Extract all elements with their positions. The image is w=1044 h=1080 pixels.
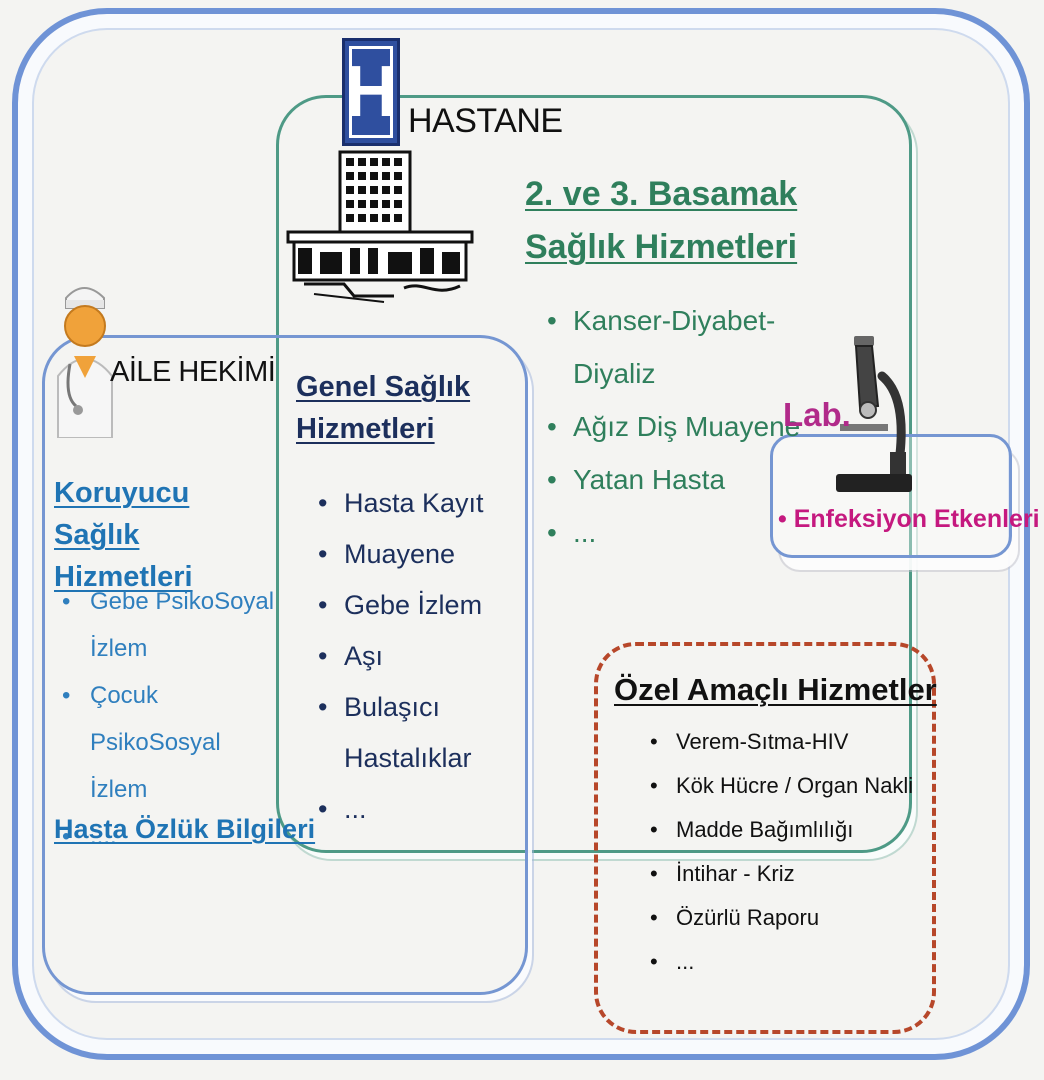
list-item: Muayene: [316, 529, 516, 580]
hospital-building-icon: [286, 150, 474, 303]
hospital-sign-letter: H: [345, 46, 397, 138]
hospital-services-heading: 2. ve 3. Basamak Sağlık Hizmetleri: [525, 175, 798, 266]
list-item: Aşı: [316, 631, 516, 682]
list-item: Yatan Hasta: [545, 453, 845, 506]
patient-info-heading: Hasta Özlük Bilgileri: [54, 814, 316, 844]
list-item: ...: [648, 940, 918, 984]
doctor-icon: [57, 287, 113, 438]
special-services-region: [594, 642, 936, 1034]
microscope-icon: [836, 336, 912, 492]
list-item: ...: [316, 784, 516, 835]
list-item: Verem-Sıtma-HIV: [648, 720, 918, 764]
list-item: ....: [60, 813, 275, 860]
list-item: İntihar - Kriz: [648, 852, 918, 896]
health-system-frame: [12, 8, 1030, 1060]
lab-item-infection: • Enfeksiyon Etkenleri: [778, 505, 1040, 533]
preventive-services-list: Gebe PsikoSoyal İzlem Çocuk PsikoSosyal …: [60, 578, 275, 860]
list-item: Hasta Kayıt: [316, 478, 516, 529]
family-doctor-title: AİLE HEKİMİ: [110, 356, 276, 388]
lab-title: Lab.: [783, 396, 851, 433]
special-services-list: Verem-Sıtma-HIV Kök Hücre / Organ Nakli …: [648, 720, 918, 984]
hospital-services-list: Kanser-Diyabet-Diyaliz Ağız Diş Muayene …: [545, 294, 845, 559]
list-item: ...: [545, 506, 845, 559]
general-services-list: Hasta Kayıt Muayene Gebe İzlem Aşı Bulaş…: [316, 478, 516, 835]
list-item: Bulaşıcı Hastalıklar: [316, 682, 516, 784]
list-item: Madde Bağımlılığı: [648, 808, 918, 852]
list-item: Gebe İzlem: [316, 580, 516, 631]
list-item: Kök Hücre / Organ Nakli: [648, 764, 918, 808]
special-services-heading: Özel Amaçlı Hizmetler: [614, 672, 937, 707]
list-item: Ağız Diş Muayene: [545, 400, 845, 453]
list-item: Gebe PsikoSoyal İzlem: [60, 578, 275, 672]
hospital-sign-icon: H: [342, 38, 400, 146]
list-item: Çocuk PsikoSosyal İzlem: [60, 672, 275, 813]
family-doctor-region: [42, 335, 528, 995]
list-item: Kanser-Diyabet-Diyaliz: [545, 294, 845, 400]
list-item: Özürlü Raporu: [648, 896, 918, 940]
hospital-title: HASTANE: [408, 102, 563, 140]
general-services-heading: Genel Sağlık Hizmetleri: [296, 371, 471, 446]
